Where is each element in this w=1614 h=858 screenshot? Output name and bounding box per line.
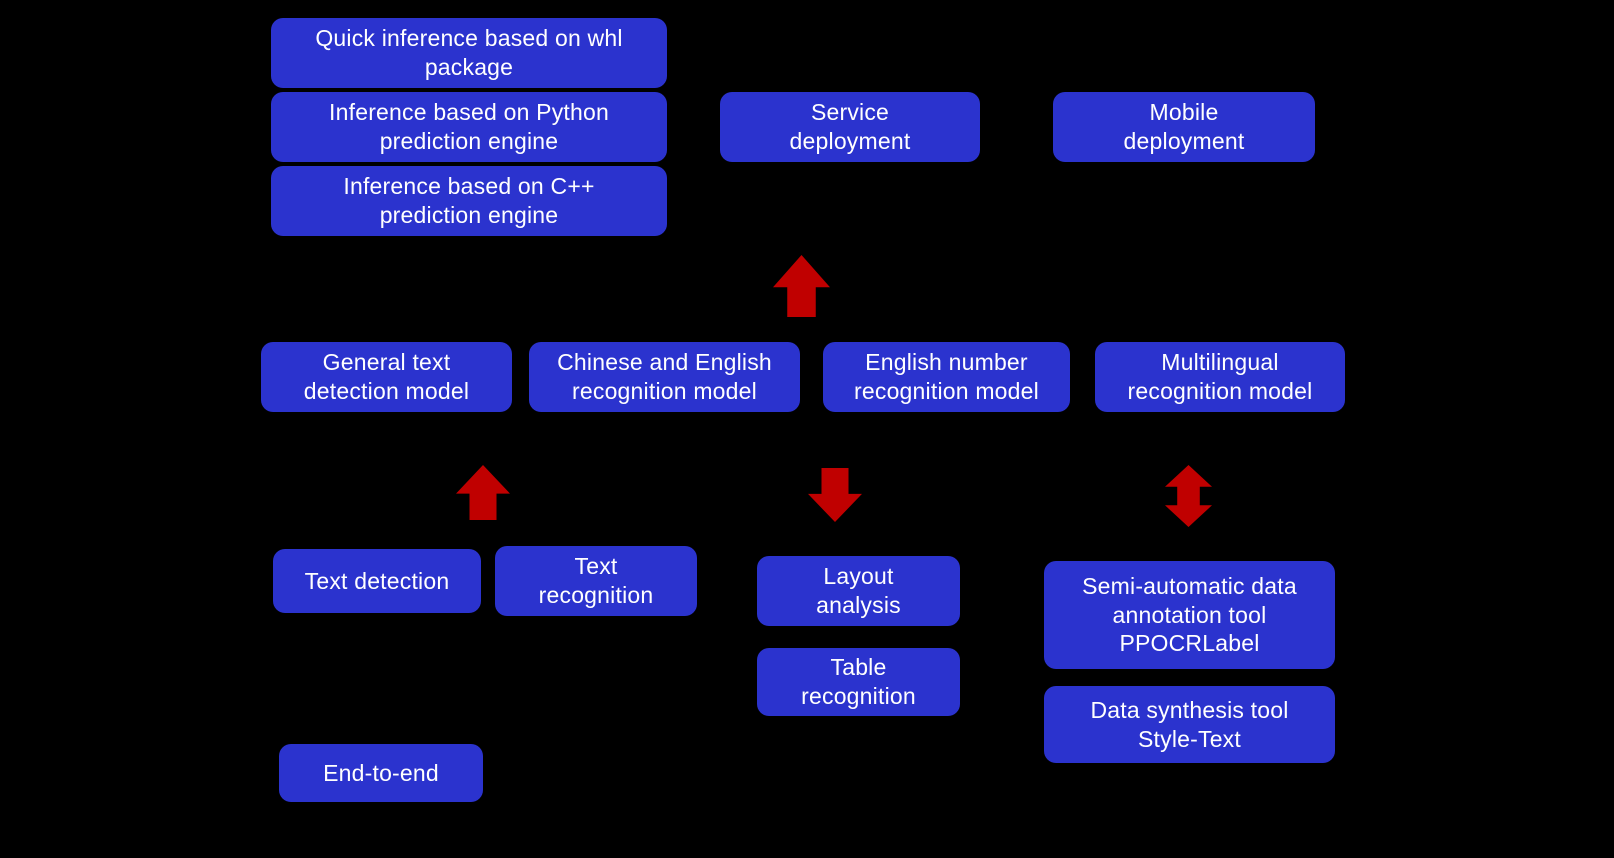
layout-down-arrow-icon	[808, 468, 862, 522]
node-python-prediction-engine-label: Inference based on Python prediction eng…	[329, 99, 609, 154]
node-chinese-english-recognition-model: Chinese and English recognition model	[529, 342, 800, 412]
node-mobile-deployment-label: Mobile deployment	[1123, 99, 1245, 154]
node-mobile-deployment: Mobile deployment	[1053, 92, 1315, 162]
node-python-prediction-engine: Inference based on Python prediction eng…	[271, 92, 667, 162]
node-text-detection: Text detection	[273, 549, 481, 613]
node-cpp-prediction-engine: Inference based on C++ prediction engine	[271, 166, 667, 236]
node-end-to-end-label: End-to-end	[323, 759, 439, 786]
node-general-text-detection-model: General text detection model	[261, 342, 512, 412]
node-end-to-end: End-to-end	[279, 744, 483, 802]
node-style-text-label: Data synthesis tool Style-Text	[1090, 696, 1289, 752]
node-quick-inference-whl-label: Quick inference based on whl package	[315, 25, 623, 80]
annotation-updown-arrow-icon	[1165, 465, 1212, 527]
node-layout-analysis: Layout analysis	[757, 556, 960, 626]
node-quick-inference-whl: Quick inference based on whl package	[271, 18, 667, 88]
node-text-detection-label: Text detection	[304, 567, 450, 594]
node-chinese-english-recognition-model-label: Chinese and English recognition model	[557, 349, 772, 404]
node-general-text-detection-model-label: General text detection model	[303, 349, 470, 404]
deployment-up-arrow-icon	[773, 255, 830, 317]
node-multilingual-recognition-model: Multilingual recognition model	[1095, 342, 1345, 412]
detection-up-arrow-icon	[456, 465, 510, 520]
node-table-recognition-label: Table recognition	[801, 654, 916, 709]
node-multilingual-recognition-model-label: Multilingual recognition model	[1127, 349, 1313, 404]
node-service-deployment: Service deployment	[720, 92, 980, 162]
node-ppocrlabel: Semi-automatic data annotation tool PPOC…	[1044, 561, 1335, 669]
node-ppocrlabel-label: Semi-automatic data annotation tool PPOC…	[1082, 572, 1297, 657]
node-text-recognition: Text recognition	[495, 546, 697, 616]
node-english-number-recognition-model-label: English number recognition model	[854, 349, 1039, 404]
node-table-recognition: Table recognition	[757, 648, 960, 716]
node-english-number-recognition-model: English number recognition model	[823, 342, 1070, 412]
node-service-deployment-label: Service deployment	[789, 99, 911, 154]
node-layout-analysis-label: Layout analysis	[816, 563, 901, 618]
node-text-recognition-label: Text recognition	[538, 553, 654, 608]
node-cpp-prediction-engine-label: Inference based on C++ prediction engine	[343, 173, 595, 228]
node-style-text: Data synthesis tool Style-Text	[1044, 686, 1335, 763]
